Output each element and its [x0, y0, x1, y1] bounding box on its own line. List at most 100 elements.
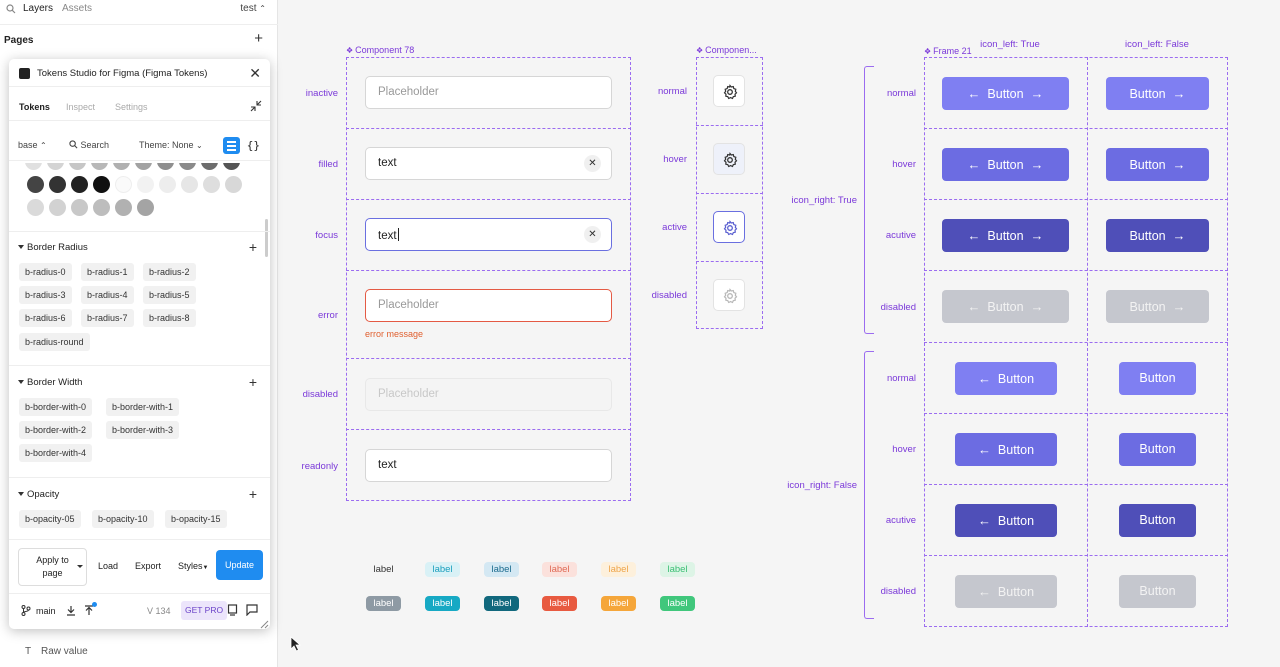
text-input-filled[interactable]: text✕	[365, 147, 612, 180]
color-swatch[interactable]	[115, 199, 132, 216]
color-swatch[interactable]	[27, 199, 44, 216]
clear-icon[interactable]: ✕	[584, 226, 601, 243]
button-active-icons-both[interactable]: ← Button →	[942, 219, 1069, 252]
token-chip[interactable]: b-border-with-4	[19, 444, 93, 462]
branch-name[interactable]: main	[36, 606, 56, 616]
text-input-disabled[interactable]: Placeholder	[365, 378, 612, 411]
styles-button[interactable]: Styles▼	[178, 561, 208, 571]
button-normal-icon-left[interactable]: ← Button	[955, 362, 1057, 395]
button-hover-icons-both[interactable]: ← Button →	[942, 148, 1069, 181]
button-active-no-icon[interactable]: Button	[1119, 504, 1196, 537]
clear-icon[interactable]: ✕	[584, 155, 601, 172]
color-swatch[interactable]	[225, 176, 242, 193]
add-token-icon[interactable]: +	[248, 374, 257, 390]
color-swatch[interactable]	[179, 163, 196, 170]
text-input-focus[interactable]: text✕	[365, 218, 612, 251]
token-chip[interactable]: b-radius-0	[19, 263, 72, 281]
token-chip[interactable]: b-border-with-3	[106, 421, 180, 439]
color-swatch[interactable]	[137, 176, 154, 193]
button-disabled-icon-right[interactable]: Button →	[1106, 290, 1209, 323]
feedback-icon[interactable]	[246, 604, 258, 616]
section-title[interactable]: Opacity	[18, 489, 59, 500]
button-normal-icons-both[interactable]: ← Button →	[942, 77, 1069, 110]
label-pill[interactable]: label	[373, 564, 394, 575]
layer-item-raw-value[interactable]: Raw value	[41, 646, 88, 657]
token-chip[interactable]: b-radius-5	[143, 286, 196, 304]
color-swatch[interactable]	[93, 199, 110, 216]
token-chip[interactable]: b-radius-2	[143, 263, 196, 281]
button-hover-no-icon[interactable]: Button	[1119, 433, 1196, 466]
token-chip[interactable]: b-opacity-05	[19, 510, 81, 528]
list-view-icon[interactable]	[223, 137, 240, 154]
label-pill[interactable]: label	[484, 562, 519, 577]
icon-button-normal[interactable]	[713, 75, 745, 107]
button-active-icon-right[interactable]: Button →	[1106, 219, 1209, 252]
label-pill[interactable]: label	[601, 596, 636, 611]
color-swatch[interactable]	[25, 163, 42, 170]
add-token-icon[interactable]: +	[248, 239, 257, 255]
button-normal-no-icon[interactable]: Button	[1119, 362, 1196, 395]
page-selector[interactable]: test ⌃	[240, 3, 266, 14]
button-hover-icon-left[interactable]: ← Button	[955, 433, 1057, 466]
color-swatch[interactable]	[47, 163, 64, 170]
label-pill[interactable]: label	[660, 562, 695, 577]
label-pill[interactable]: label	[660, 596, 695, 611]
button-disabled-icons-both[interactable]: ← Button →	[942, 290, 1069, 323]
token-chip[interactable]: b-radius-3	[19, 286, 72, 304]
color-swatch[interactable]	[91, 163, 108, 170]
token-chip[interactable]: b-radius-6	[19, 309, 72, 327]
section-title[interactable]: Border Width	[18, 377, 82, 388]
token-search[interactable]: Search	[69, 140, 109, 150]
token-chip[interactable]: b-radius-8	[143, 309, 196, 327]
tab-inspect[interactable]: Inspect	[66, 102, 96, 112]
tab-settings[interactable]: Settings	[115, 102, 148, 112]
color-swatch[interactable]	[137, 199, 154, 216]
icon-button-hover[interactable]	[713, 143, 745, 175]
close-icon[interactable]: ✕	[249, 65, 261, 81]
token-chip[interactable]: b-radius-round	[19, 333, 90, 351]
token-chip[interactable]: b-border-with-2	[19, 421, 93, 439]
section-title[interactable]: Border Radius	[18, 242, 88, 253]
color-swatch[interactable]	[69, 163, 86, 170]
button-disabled-no-icon[interactable]: Button	[1119, 575, 1196, 608]
icon-button-active[interactable]	[713, 211, 745, 243]
push-icon[interactable]	[84, 605, 94, 616]
component-78-frame[interactable]	[346, 57, 631, 501]
pull-icon[interactable]	[66, 605, 76, 616]
color-swatch[interactable]	[181, 176, 198, 193]
frame-title[interactable]: Frame 21	[924, 46, 972, 56]
add-page-icon[interactable]: +	[254, 30, 263, 47]
color-swatch[interactable]	[203, 176, 220, 193]
token-chip[interactable]: b-border-with-1	[106, 398, 180, 416]
apply-to-page-button[interactable]: Apply to page	[18, 548, 87, 586]
theme-selector[interactable]: Theme: None ⌄	[139, 140, 203, 150]
label-pill[interactable]: label	[366, 596, 401, 611]
icon-button-disabled[interactable]	[713, 279, 745, 311]
color-swatch[interactable]	[71, 199, 88, 216]
color-swatch[interactable]	[135, 163, 152, 170]
color-swatch[interactable]	[223, 163, 240, 170]
label-pill[interactable]: label	[425, 562, 460, 577]
color-swatch[interactable]	[113, 163, 130, 170]
label-pill[interactable]: label	[484, 596, 519, 611]
load-button[interactable]: Load	[98, 561, 119, 571]
json-view-icon[interactable]: {}	[246, 139, 260, 152]
color-swatch[interactable]	[115, 176, 132, 193]
token-set-selector[interactable]: base ⌃	[18, 140, 47, 150]
button-disabled-icon-left[interactable]: ← Button	[955, 575, 1057, 608]
frame-title[interactable]: Componen...	[696, 45, 757, 55]
color-swatch[interactable]	[27, 176, 44, 193]
search-icon[interactable]	[6, 4, 16, 14]
token-chip[interactable]: b-opacity-10	[92, 510, 154, 528]
export-button[interactable]: Export	[135, 561, 162, 571]
token-chip[interactable]: b-radius-7	[81, 309, 134, 327]
label-pill[interactable]: label	[542, 562, 577, 577]
text-input-readonly[interactable]: text	[365, 449, 612, 482]
color-swatch[interactable]	[49, 176, 66, 193]
tab-assets[interactable]: Assets	[62, 3, 93, 14]
color-swatch[interactable]	[201, 163, 218, 170]
add-token-icon[interactable]: +	[248, 486, 257, 502]
text-input-inactive[interactable]: Placeholder	[365, 76, 612, 109]
update-button[interactable]: Update	[216, 550, 263, 580]
label-pill[interactable]: label	[601, 562, 636, 577]
